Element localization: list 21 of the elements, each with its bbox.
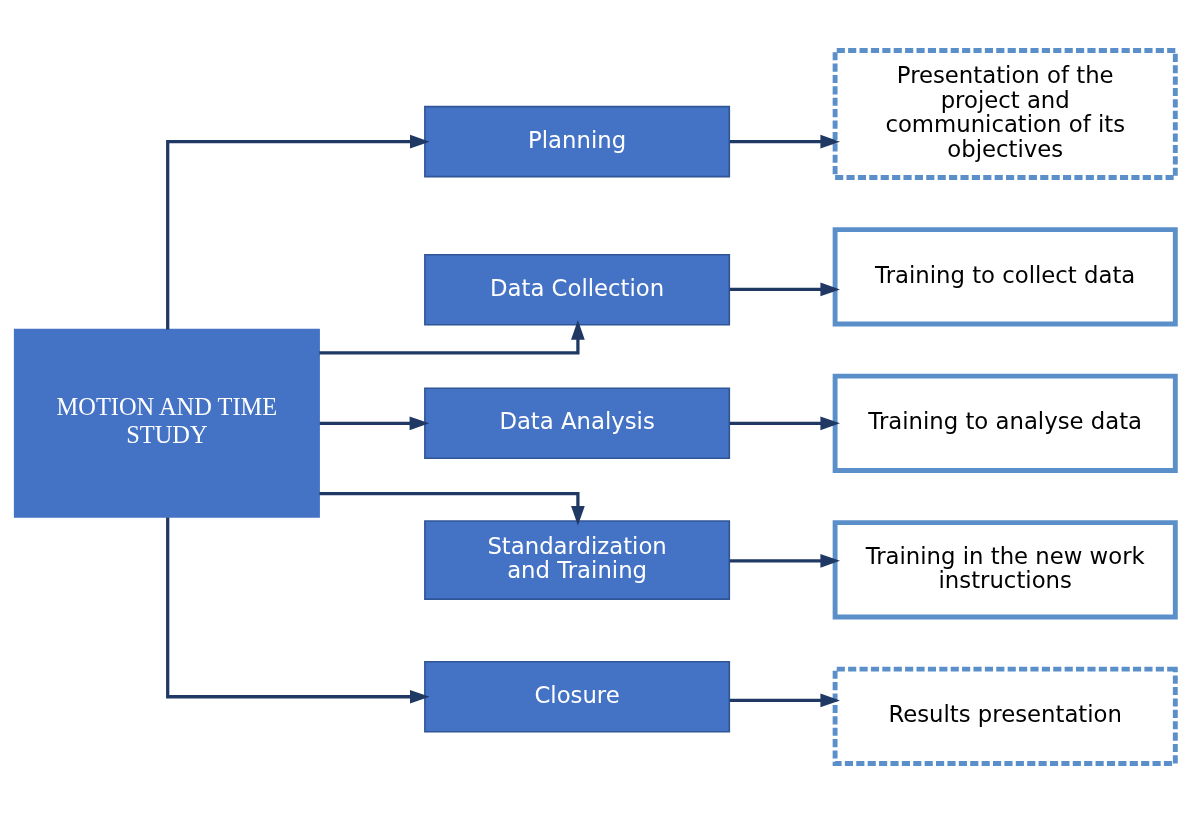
arrow: [729, 415, 840, 430]
node-box: Training to collect data: [832, 226, 1178, 326]
node-box: MOTION AND TIME STUDY: [13, 328, 320, 518]
arrow: [319, 491, 585, 526]
node-box: Data Analysis: [424, 386, 731, 459]
arrow: [166, 516, 430, 704]
arrow: [729, 553, 840, 568]
arrow: [319, 319, 585, 354]
arrow: [729, 282, 840, 296]
arrow: [166, 134, 430, 329]
node-box: Standardization and Training: [424, 519, 731, 600]
node-box: Training to analyse data: [832, 373, 1178, 473]
node-box: Planning: [424, 105, 731, 177]
arrow: [319, 415, 430, 430]
node-box: Closure: [424, 660, 731, 733]
arrow: [729, 693, 840, 707]
node-box: Training in the new work instructions: [832, 519, 1178, 619]
arrow: [729, 134, 840, 149]
node-box: Presentation of the project and communication of its objectives: [832, 47, 1178, 180]
node-box: Data Collection: [424, 253, 731, 326]
node-box: Results presentation: [832, 666, 1178, 766]
